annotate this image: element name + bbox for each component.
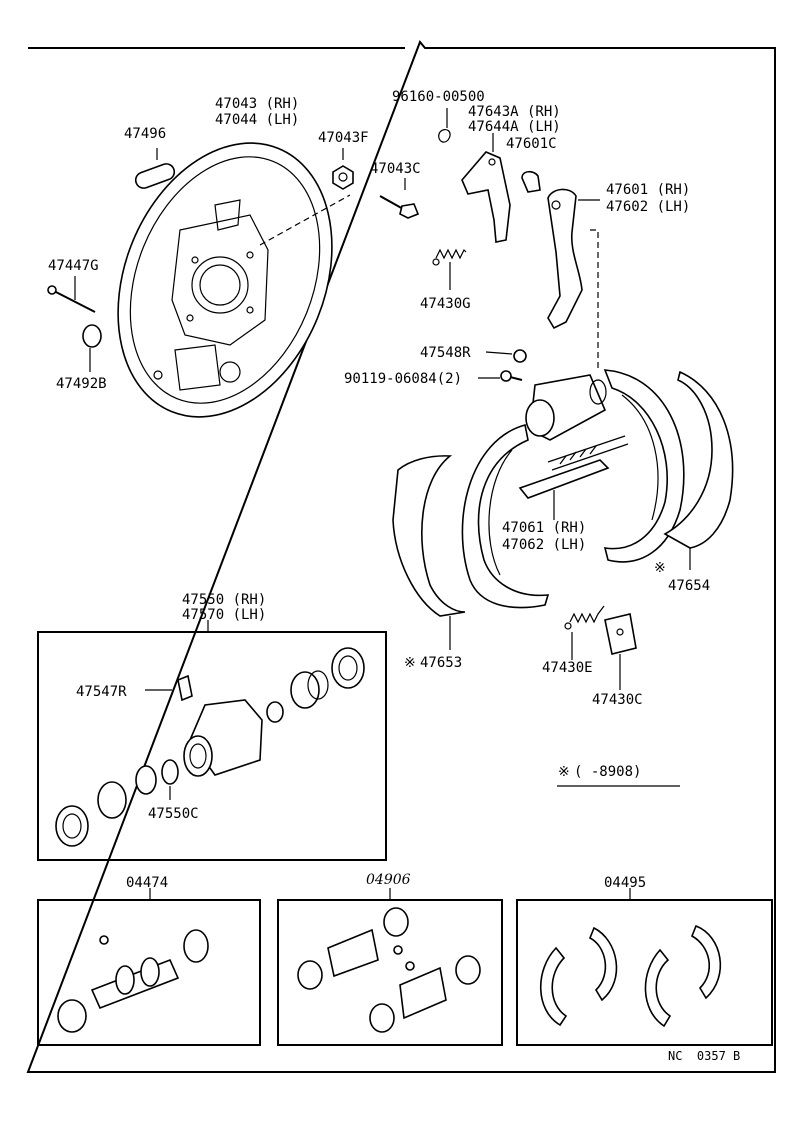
label-backing-plate-lh: 47044 (LH) (215, 112, 299, 128)
kit-2-parts (297, 907, 481, 1033)
cylinder-exploded (55, 647, 365, 847)
lining-653-part (392, 455, 466, 650)
anchor-bolt-part (47, 276, 96, 313)
clip-part (438, 108, 451, 143)
note-symbol-654: ※ (654, 560, 666, 576)
label-cylinder-kit: 47550C (148, 806, 199, 822)
label-bleeder-r: 47548R (420, 345, 471, 361)
footer-code: NC 0357 B (668, 1049, 740, 1063)
label-bolt-2: 90119-06084(2) (344, 371, 462, 387)
label-adjuster-lh: 47062 (LH) (502, 537, 586, 553)
lever-clip-part (521, 170, 541, 193)
label-kit-3: 04495 (604, 875, 646, 891)
spring-g-part (432, 248, 467, 290)
label-spring-g: 47430G (420, 296, 471, 312)
brake-shoe-left (461, 424, 550, 609)
label-cap: 47492B (56, 376, 107, 392)
labels: 47043 (RH) 47044 (LH) 47496 47043F 47043… (48, 89, 740, 1063)
kit-box-1 (37, 899, 261, 1046)
label-spring-e: 47430E (542, 660, 593, 676)
label-clip: 96160-00500 (392, 89, 485, 105)
label-spring-c: 47430C (592, 692, 643, 708)
label-note-range: ( -8908) (574, 764, 641, 780)
label-backing-plate-rh: 47043 (RH) (215, 96, 299, 112)
spring-c-part (604, 613, 637, 690)
adjuster-part (518, 435, 629, 520)
parking-lever-part (547, 188, 600, 370)
label-anchor-bolt: 47447G (48, 258, 99, 274)
wheel-cylinder-assembly (525, 374, 607, 441)
lining-654-part (663, 370, 734, 570)
label-lining-653: 47653 (420, 655, 462, 671)
label-plug: 47496 (124, 126, 166, 142)
spring-e-part (564, 605, 605, 660)
label-cylinder-rh: 47550 (RH) (182, 592, 266, 608)
nut-part (332, 148, 354, 190)
label-lining-654: 47654 (668, 578, 710, 594)
kit-3-parts (539, 924, 722, 1028)
note-symbol-653: ※ (404, 655, 416, 671)
cap-part (82, 324, 102, 372)
label-lever-clip: 47601C (506, 136, 557, 152)
cylinder-box (37, 631, 387, 861)
label-lever-bracket-lh: 47644A (LH) (468, 119, 561, 135)
label-parking-lever-lh: 47602 (LH) (606, 199, 690, 215)
bleeder-part (478, 349, 527, 382)
label-nut: 47043F (318, 130, 369, 146)
label-cylinder-lh: 47570 (LH) (182, 607, 266, 623)
bolt-part (379, 178, 420, 219)
label-lever-bracket-rh: 47643A (RH) (468, 104, 561, 120)
lever-bracket-part (461, 133, 511, 243)
label-bleeder-547: 47547R (76, 684, 127, 700)
brake-shoe-right (603, 369, 685, 563)
plug-part (134, 148, 176, 189)
backing-plate (117, 142, 351, 418)
note-symbol-range: ※ (558, 764, 570, 780)
label-parking-lever-rh: 47601 (RH) (606, 182, 690, 198)
label-bolt: 47043C (370, 161, 421, 177)
label-kit-2: 04906 (366, 872, 411, 888)
label-kit-1: 04474 (126, 875, 168, 891)
kit-box-3 (516, 899, 773, 1046)
label-adjuster-rh: 47061 (RH) (502, 520, 586, 536)
kit-1-parts (57, 929, 209, 1033)
